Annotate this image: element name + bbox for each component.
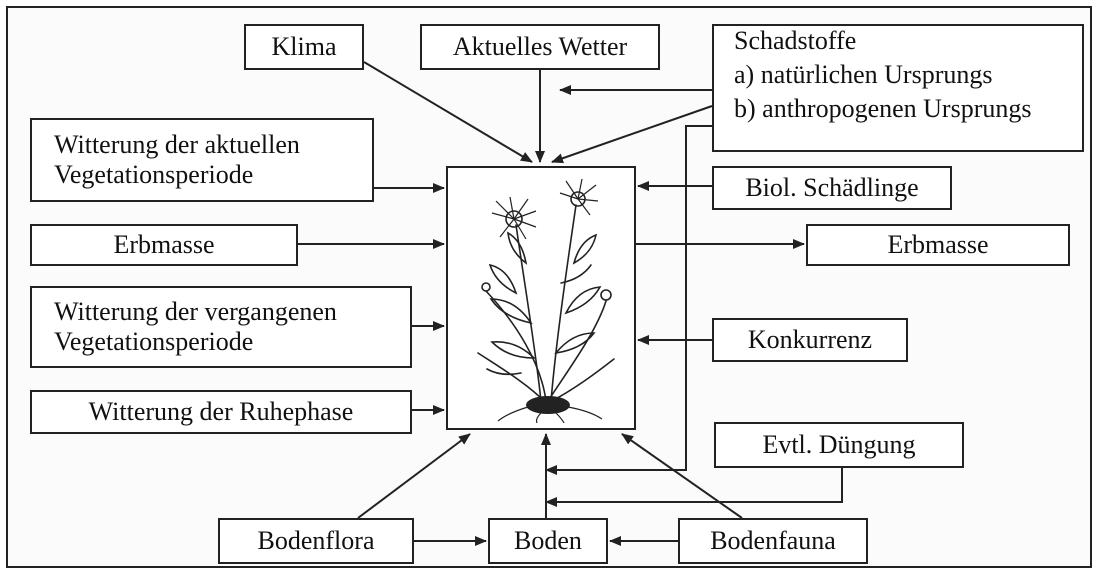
box-duengung: Evtl. Düngung	[714, 422, 964, 468]
bodenfauna-label: Bodenfauna	[710, 526, 836, 556]
box-witterung-ruhephase: Witterung der Ruhephase	[30, 390, 412, 434]
box-klima: Klima	[244, 24, 364, 70]
witterung-aktuell-line2: Vegetationsperiode	[54, 160, 253, 190]
box-klima-label: Klima	[272, 32, 337, 62]
biol-schaedlinge-label: Biol. Schädlinge	[745, 173, 918, 203]
schadstoffe-title: Schadstoffe	[734, 26, 856, 56]
flowering-plant-illustration-icon	[456, 173, 626, 423]
witterung-vergangen-line2: Vegetationsperiode	[54, 327, 253, 357]
box-konkurrenz: Konkurrenz	[712, 318, 908, 362]
schadstoffe-line-a: a) natürlichen Ursprungs	[734, 60, 992, 90]
box-biol-schaedlinge: Biol. Schädlinge	[712, 166, 952, 210]
box-bodenfauna: Bodenfauna	[678, 518, 868, 564]
duengung-label: Evtl. Düngung	[762, 430, 915, 460]
box-witterung-vergangen: Witterung der vergangenen Vegetationsper…	[30, 286, 412, 368]
box-witterung-aktuell: Witterung der aktuellen Vegetationsperio…	[30, 118, 374, 202]
konkurrenz-label: Konkurrenz	[748, 325, 872, 355]
erbmasse-out-label: Erbmasse	[887, 230, 988, 260]
box-schadstoffe: Schadstoffe a) natürlichen Ursprungs b) …	[712, 24, 1084, 152]
witterung-aktuell-line1: Witterung der aktuellen	[54, 130, 300, 160]
boden-label: Boden	[514, 526, 582, 556]
box-erbmasse-out: Erbmasse	[806, 224, 1070, 266]
schadstoffe-line-b: b) anthropogenen Ursprungs	[734, 94, 1032, 124]
box-erbmasse-in: Erbmasse	[30, 224, 298, 266]
box-aktuelles-wetter-label: Aktuelles Wetter	[453, 32, 627, 62]
box-boden: Boden	[488, 518, 608, 564]
witterung-ruhephase-label: Witterung der Ruhephase	[89, 397, 354, 427]
witterung-vergangen-line1: Witterung der vergangenen	[54, 297, 337, 327]
bodenflora-label: Bodenflora	[258, 526, 375, 556]
plant-box	[446, 166, 636, 430]
box-bodenflora: Bodenflora	[218, 518, 414, 564]
box-aktuelles-wetter: Aktuelles Wetter	[420, 24, 660, 70]
erbmasse-in-label: Erbmasse	[113, 230, 214, 260]
